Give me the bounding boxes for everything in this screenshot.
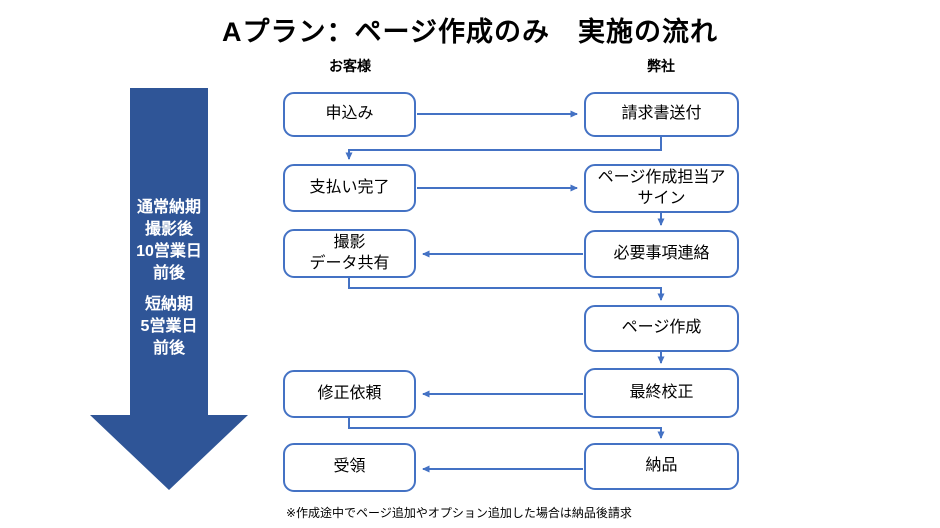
arrow-revision-to-delivery [348,418,665,439]
timeline-line: 通常納期 [136,199,201,216]
step-box-photo-data-share: 撮影 データ共有 [283,229,416,278]
step-box-receipt: 受領 [283,443,416,492]
timeline-line: 撮影後 [144,221,193,238]
timeline-normal-delivery: 通常納期 撮影後 10営業日 前後 [90,197,248,285]
step-box-assign-creator: ページ作成担当ア サイン [584,164,739,213]
step-box-payment-done: 支払い完了 [283,164,416,212]
timeline-line: 前後 [152,340,185,357]
timeline-label: 通常納期 撮影後 10営業日 前後 短納期 5営業日 前後 [90,197,248,360]
timeline-line: 短納期 [144,296,193,313]
step-box-final-proof: 最終校正 [584,368,739,418]
step-box-page-creation: ページ作成 [584,305,739,352]
column-header-customer: お客様 [329,58,371,74]
arrow-invoice-to-payment [345,137,662,160]
step-box-invoice-send: 請求書送付 [584,92,739,137]
step-box-delivery: 納品 [584,443,739,490]
footnote: ※作成途中でページ追加やオプション追加した場合は納品後請求 [286,506,632,520]
step-box-application: 申込み [283,92,416,137]
timeline-line: 5営業日 [140,318,198,335]
page-title: Aプラン：ページ作成のみ 実施の流れ [222,17,718,47]
arrow-photodata-to-pagecreate [348,278,665,301]
timeline-line: 前後 [152,265,185,282]
timeline-line: 10営業日 [136,243,202,260]
column-header-company: 弊社 [647,58,675,74]
step-box-required-info: 必要事項連絡 [584,230,739,278]
step-box-revision-request: 修正依頼 [283,370,416,418]
timeline-short-delivery: 短納期 5営業日 前後 [90,294,248,360]
